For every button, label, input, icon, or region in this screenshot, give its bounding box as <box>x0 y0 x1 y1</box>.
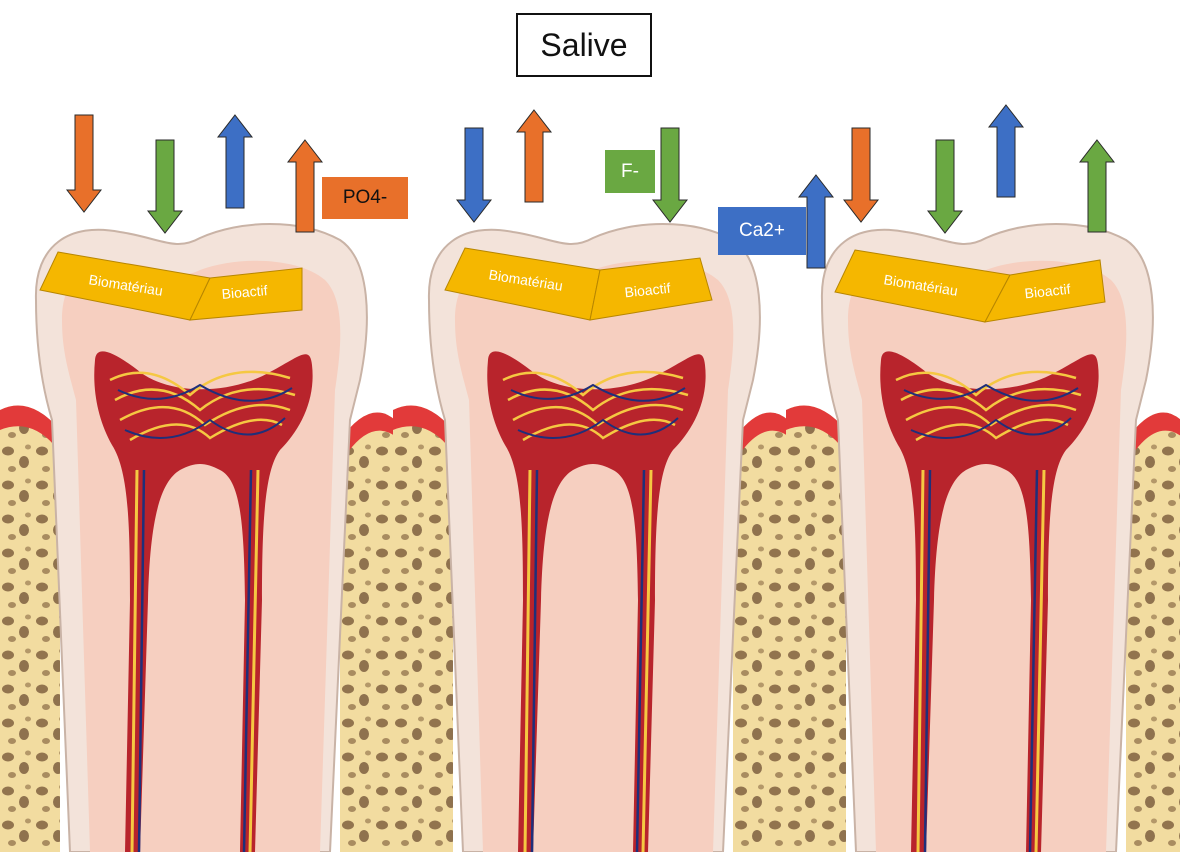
salive-title: Salive <box>540 27 627 64</box>
arrow-fluoride-icon-10 <box>928 140 962 233</box>
arrow-fluoride-icon-12 <box>1080 140 1114 232</box>
calcium-label-text: Ca2+ <box>739 220 785 242</box>
arrow-calcium-icon-3 <box>218 115 252 208</box>
arrow-calcium-icon-11 <box>989 105 1023 197</box>
po4-label-text: PO4- <box>343 187 387 209</box>
po4-label: PO4- <box>322 177 408 219</box>
arrow-phosphate-icon-9 <box>844 128 878 222</box>
arrow-calcium-icon-5 <box>457 128 491 222</box>
arrow-fluoride-icon-7 <box>653 128 687 222</box>
salive-title-box: Salive <box>516 13 652 77</box>
fluoride-label: F- <box>605 150 655 193</box>
calcium-label: Ca2+ <box>718 207 806 255</box>
arrow-phosphate-icon-6 <box>517 110 551 202</box>
arrow-phosphate-icon-4 <box>288 140 322 232</box>
arrow-fluoride-icon-2 <box>148 140 182 233</box>
fluoride-label-text: F- <box>621 161 639 183</box>
arrow-phosphate-icon-1 <box>67 115 101 212</box>
